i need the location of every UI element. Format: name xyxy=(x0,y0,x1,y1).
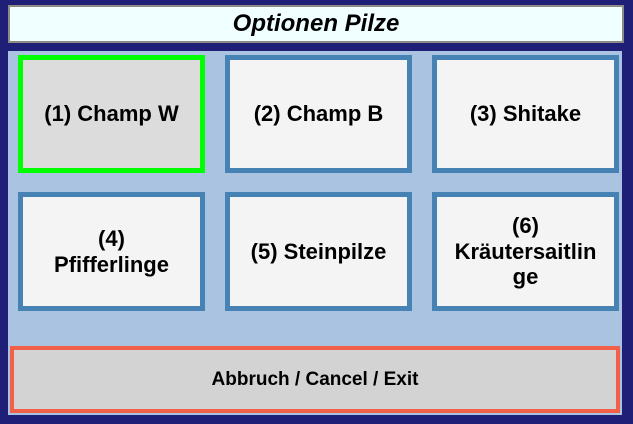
cancel-button-label: Abbruch / Cancel / Exit xyxy=(211,368,419,390)
options-panel: (1) Champ W (2) Champ B (3) Shitake (4) … xyxy=(8,51,622,415)
option-button-label: (1) Champ W xyxy=(44,101,179,127)
option-button-shitake[interactable]: (3) Shitake xyxy=(432,55,619,173)
dialog-title: Optionen Pilze xyxy=(232,10,400,37)
option-button-champ-b[interactable]: (2) Champ B xyxy=(225,55,412,173)
option-button-pfifferlinge[interactable]: (4) Pfifferlinge xyxy=(18,192,205,311)
option-button-label: (4) Pfifferlinge xyxy=(54,225,169,277)
option-button-steinpilze[interactable]: (5) Steinpilze xyxy=(225,192,412,311)
option-button-kraeutersaitlinge[interactable]: (6) Kräutersaitlin ge xyxy=(432,192,619,311)
cancel-button[interactable]: Abbruch / Cancel / Exit xyxy=(10,346,620,413)
option-button-label: (5) Steinpilze xyxy=(250,238,387,264)
option-button-champ-w[interactable]: (1) Champ W xyxy=(18,55,205,173)
dialog-title-bar: Optionen Pilze xyxy=(8,5,624,43)
options-grid: (1) Champ W (2) Champ B (3) Shitake (4) … xyxy=(8,51,622,311)
option-button-label: (3) Shitake xyxy=(469,101,582,127)
option-button-label: (2) Champ B xyxy=(253,101,384,127)
option-button-label: (6) Kräutersaitlin ge xyxy=(454,212,597,290)
